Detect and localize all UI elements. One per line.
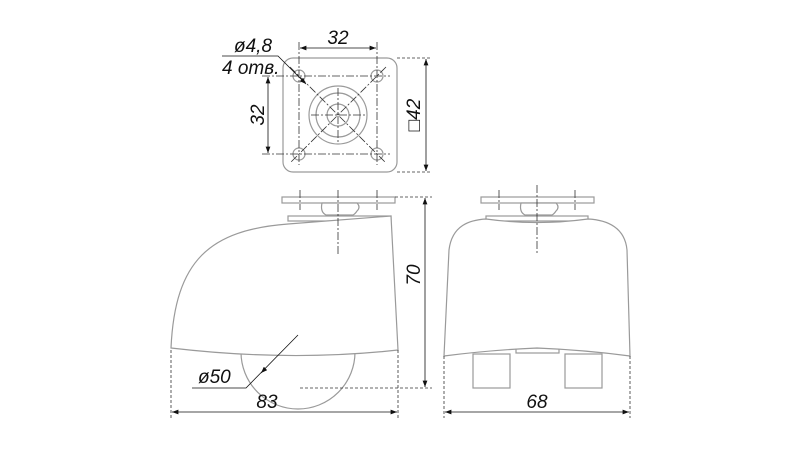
wheel-leader-line: [192, 334, 299, 389]
side-top-plate: [281, 196, 396, 204]
dim-height: 70: [404, 264, 425, 286]
side-housing: [170, 215, 399, 357]
front-housing: [443, 218, 631, 357]
dim-plate-size: □42: [404, 98, 425, 131]
center-lines: [262, 42, 390, 165]
dim-hole-spacing-y: 32: [248, 104, 269, 126]
dim-length: 83: [256, 392, 278, 413]
hole-leader-line: [222, 55, 307, 85]
left-wheel-leg: [472, 353, 511, 389]
dim-hole-spacing-x: 32: [327, 28, 349, 49]
top-view: 32 32 □42 ø4,8 4 отв.: [222, 28, 432, 173]
side-swivel: [320, 202, 360, 216]
dim-width: 68: [526, 392, 548, 413]
hole-count-note: 4 отв.: [222, 58, 279, 79]
wheel: [240, 351, 356, 410]
dim-wheel-diameter: ø50: [198, 367, 231, 388]
right-wheel-leg: [564, 353, 603, 389]
dim-hole-diameter: ø4,8: [234, 36, 272, 57]
front-swivel: [519, 202, 559, 216]
front-top-plate: [480, 196, 595, 204]
side-view: 83 70 ø50: [170, 190, 432, 418]
front-view: 68: [443, 185, 631, 418]
